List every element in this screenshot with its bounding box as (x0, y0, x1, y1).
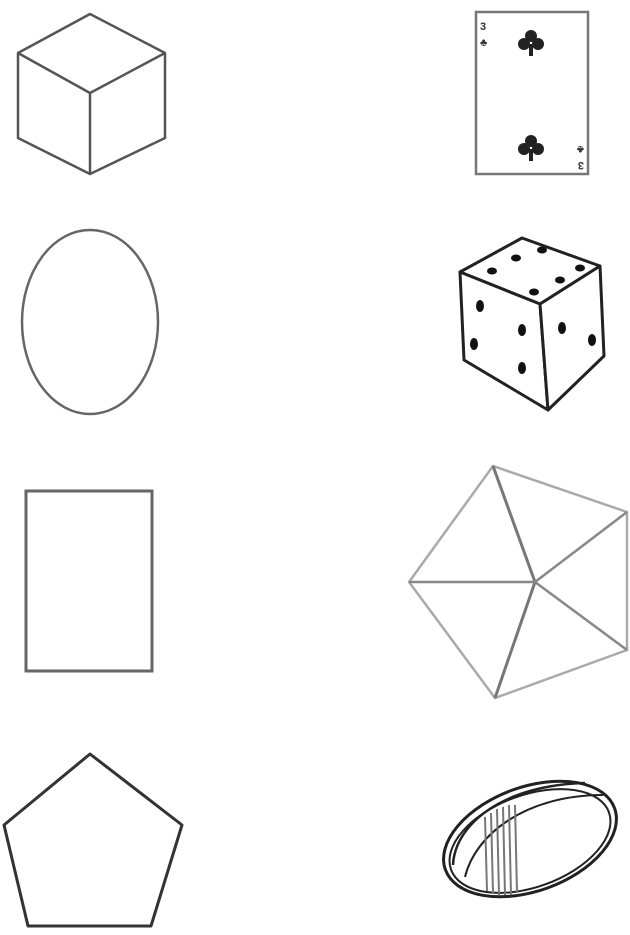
rectangle-shape (22, 487, 157, 677)
playing-card-three-of-clubs: 3 ♣ 3 ♣ (472, 8, 592, 178)
pentagonal-pyramid-object (405, 460, 630, 705)
card-corner-rank-bottom: 3 (578, 159, 584, 171)
rugby-ball-object (435, 765, 630, 915)
pentagon-shape (0, 750, 186, 932)
ellipse-shape (18, 226, 163, 418)
cube-shape (10, 8, 175, 178)
card-corner-suit-bottom: ♣ (577, 143, 584, 155)
card-corner-suit-top: ♣ (480, 37, 487, 49)
card-corner-rank-top: 3 (480, 21, 486, 33)
dice-object (450, 232, 610, 414)
